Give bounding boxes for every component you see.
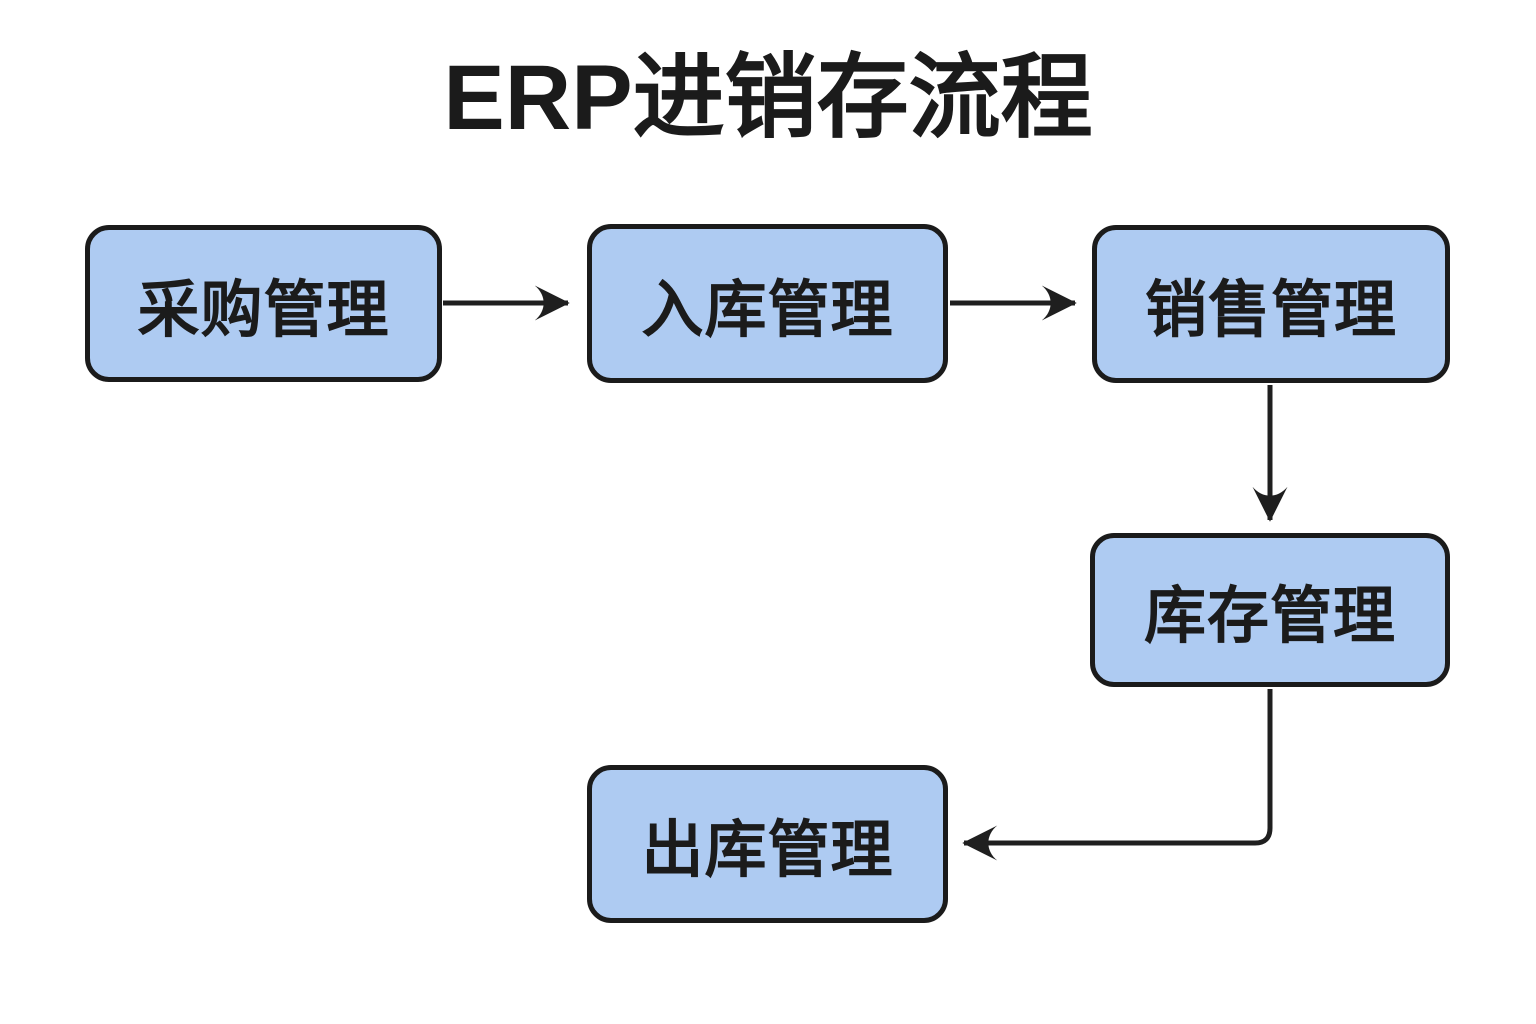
node-sales-management: 销售管理 (1092, 225, 1450, 383)
node-purchase-management: 采购管理 (85, 225, 442, 382)
node-inbound-management: 入库管理 (587, 224, 948, 383)
node-purchase-label: 采购管理 (137, 275, 390, 345)
node-inventory-label: 库存管理 (1143, 582, 1396, 651)
node-outbound-label: 出库管理 (641, 816, 894, 885)
node-outbound-management: 出库管理 (587, 765, 948, 923)
node-inbound-label: 入库管理 (641, 275, 894, 345)
diagram-title: ERP进销存流程 (443, 47, 1093, 149)
node-sales-label: 销售管理 (1144, 276, 1397, 345)
arrow-inventory-to-outbound-icon (962, 689, 1273, 861)
node-inventory-management: 库存管理 (1090, 533, 1450, 687)
